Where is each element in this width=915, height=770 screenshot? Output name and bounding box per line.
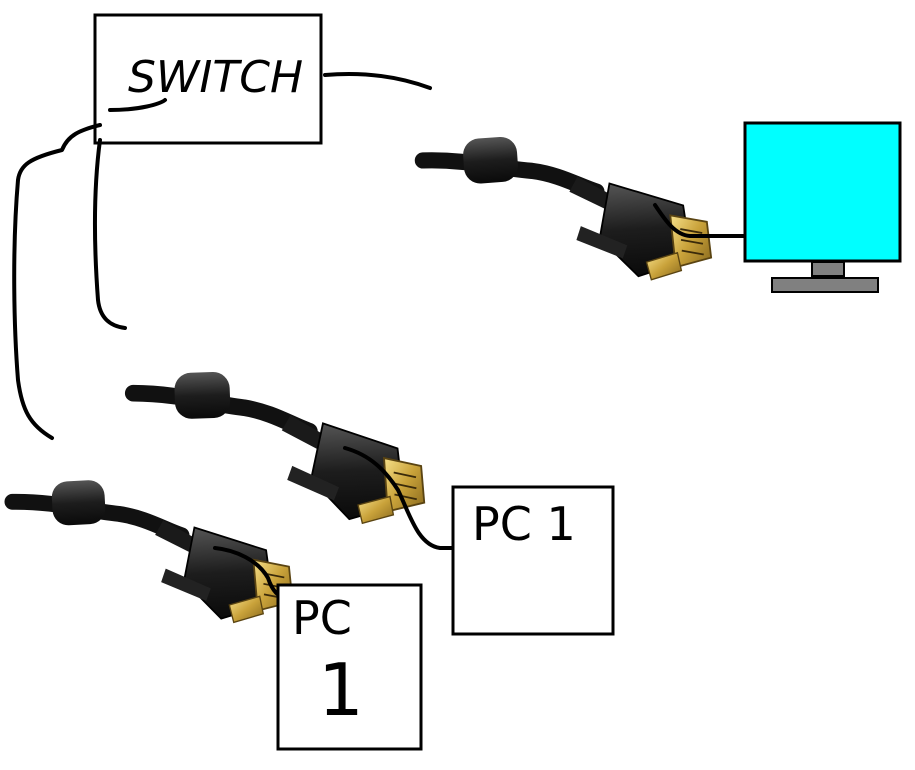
- switch-box: [93, 13, 323, 145]
- pc-box-bottom: [276, 583, 423, 751]
- pc-top-label: PC 1: [472, 497, 576, 551]
- wire-connector-to-monitor: [653, 203, 747, 238]
- dvi-connector-icon: [422, 123, 713, 295]
- pc-bottom-label-line2: 1: [318, 648, 364, 732]
- switch-label: SWITCH: [128, 52, 303, 103]
- monitor-screen: [743, 121, 902, 263]
- dvi-connector-icon: [11, 470, 293, 634]
- wire-switch-to-monitor: [323, 71, 432, 90]
- pc-bottom-label-line1: PC: [292, 591, 352, 645]
- monitor-icon: [743, 121, 902, 293]
- pc-box-top: [451, 485, 615, 636]
- wire-switch-to-pc-top: [92, 138, 127, 330]
- wire-connector-to-pc-top: [343, 446, 457, 550]
- wire-switch-to-pc-bottom: [12, 123, 102, 440]
- dvi-connector-icon: [133, 365, 425, 531]
